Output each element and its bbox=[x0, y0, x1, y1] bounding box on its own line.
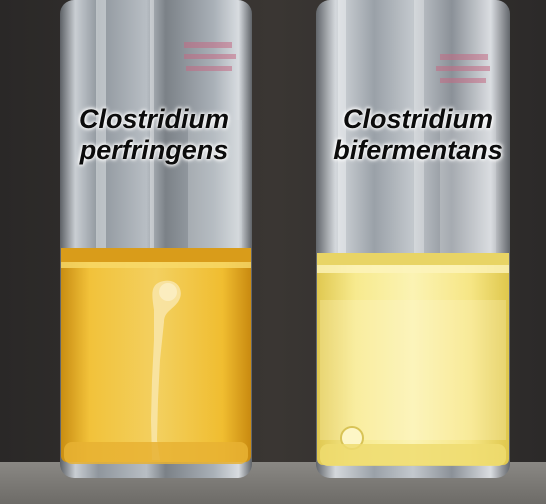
tube-bifermentans bbox=[316, 0, 510, 478]
glass-condensation bbox=[188, 120, 242, 250]
glass-reflection bbox=[96, 0, 106, 250]
tube-base bbox=[64, 442, 248, 464]
label-bifermentans: Clostridium bifermentans bbox=[318, 104, 518, 166]
tube-perfringens bbox=[60, 0, 252, 478]
label-bifermentans-genus: Clostridium bbox=[342, 104, 493, 134]
tube-bifermentans-medium bbox=[317, 255, 509, 465]
meniscus-highlight bbox=[317, 265, 509, 273]
meniscus bbox=[317, 253, 509, 265]
stab-growth-line bbox=[151, 280, 181, 460]
glass-reflection bbox=[338, 0, 346, 255]
sediment-haze bbox=[320, 300, 506, 440]
glass-condensation bbox=[440, 110, 496, 255]
label-perfringens-genus: Clostridium bbox=[78, 104, 229, 134]
meniscus bbox=[61, 248, 251, 262]
glass-reflection bbox=[150, 0, 154, 250]
stab-top-bubble bbox=[159, 283, 177, 301]
label-perfringens: Clostridium perfringens bbox=[58, 104, 250, 166]
label-perfringens-species: perfringens bbox=[79, 135, 229, 165]
glass-reflection bbox=[414, 0, 424, 255]
tube-base bbox=[320, 444, 506, 466]
meniscus-highlight bbox=[61, 262, 251, 268]
label-bifermentans-species: bifermentans bbox=[333, 135, 503, 165]
glass-printing-marks bbox=[184, 42, 490, 83]
